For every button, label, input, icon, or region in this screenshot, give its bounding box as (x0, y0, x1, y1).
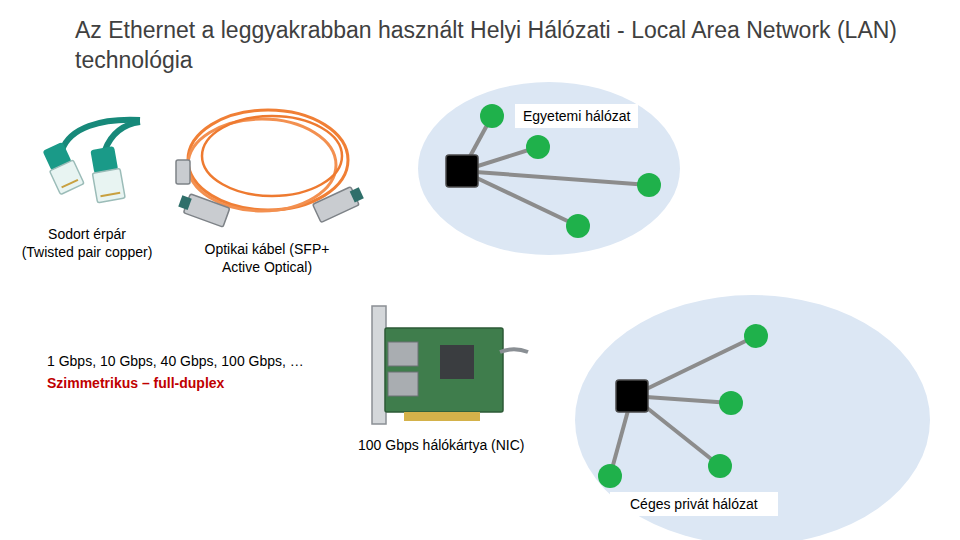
twisted-pair-cable (41, 120, 140, 203)
network-region: Céges privát hálózat (575, 295, 930, 540)
region-label: Céges privát hálózat (610, 492, 778, 516)
host-symbol (566, 214, 590, 238)
region-label: Egyetemi hálózat (515, 104, 638, 128)
host-symbol (744, 324, 768, 348)
network-region: Egyetemi hálózat (418, 82, 680, 255)
switch-symbol (446, 155, 478, 187)
host-symbol (598, 464, 622, 488)
switch-symbol (616, 380, 648, 412)
region-ellipse (575, 295, 930, 540)
network-link (632, 336, 756, 396)
host-symbol (719, 391, 743, 415)
duplex-note: Szimmetrikus – full-duplex (45, 374, 226, 392)
host-symbol (526, 135, 550, 159)
cable-caption: Optikai kábel (SFP+ Active Optical) (180, 240, 354, 276)
host-symbol (637, 173, 661, 197)
cable-caption: Sodort érpár (Twisted pair copper) (5, 225, 169, 261)
network-link (462, 171, 578, 226)
host-symbol (480, 104, 504, 128)
host-symbol (708, 454, 732, 478)
nic-caption: 100 Gbps hálókártya (NIC) (356, 436, 527, 454)
optical-cable (176, 110, 366, 227)
region-ellipse (418, 82, 680, 255)
speed-list: 1 Gbps, 10 Gbps, 40 Gbps, 100 Gbps, … (45, 352, 306, 370)
nic-card (372, 306, 528, 424)
slide-title: Az Ethernet a leggyakrabban használt Hel… (75, 16, 935, 76)
